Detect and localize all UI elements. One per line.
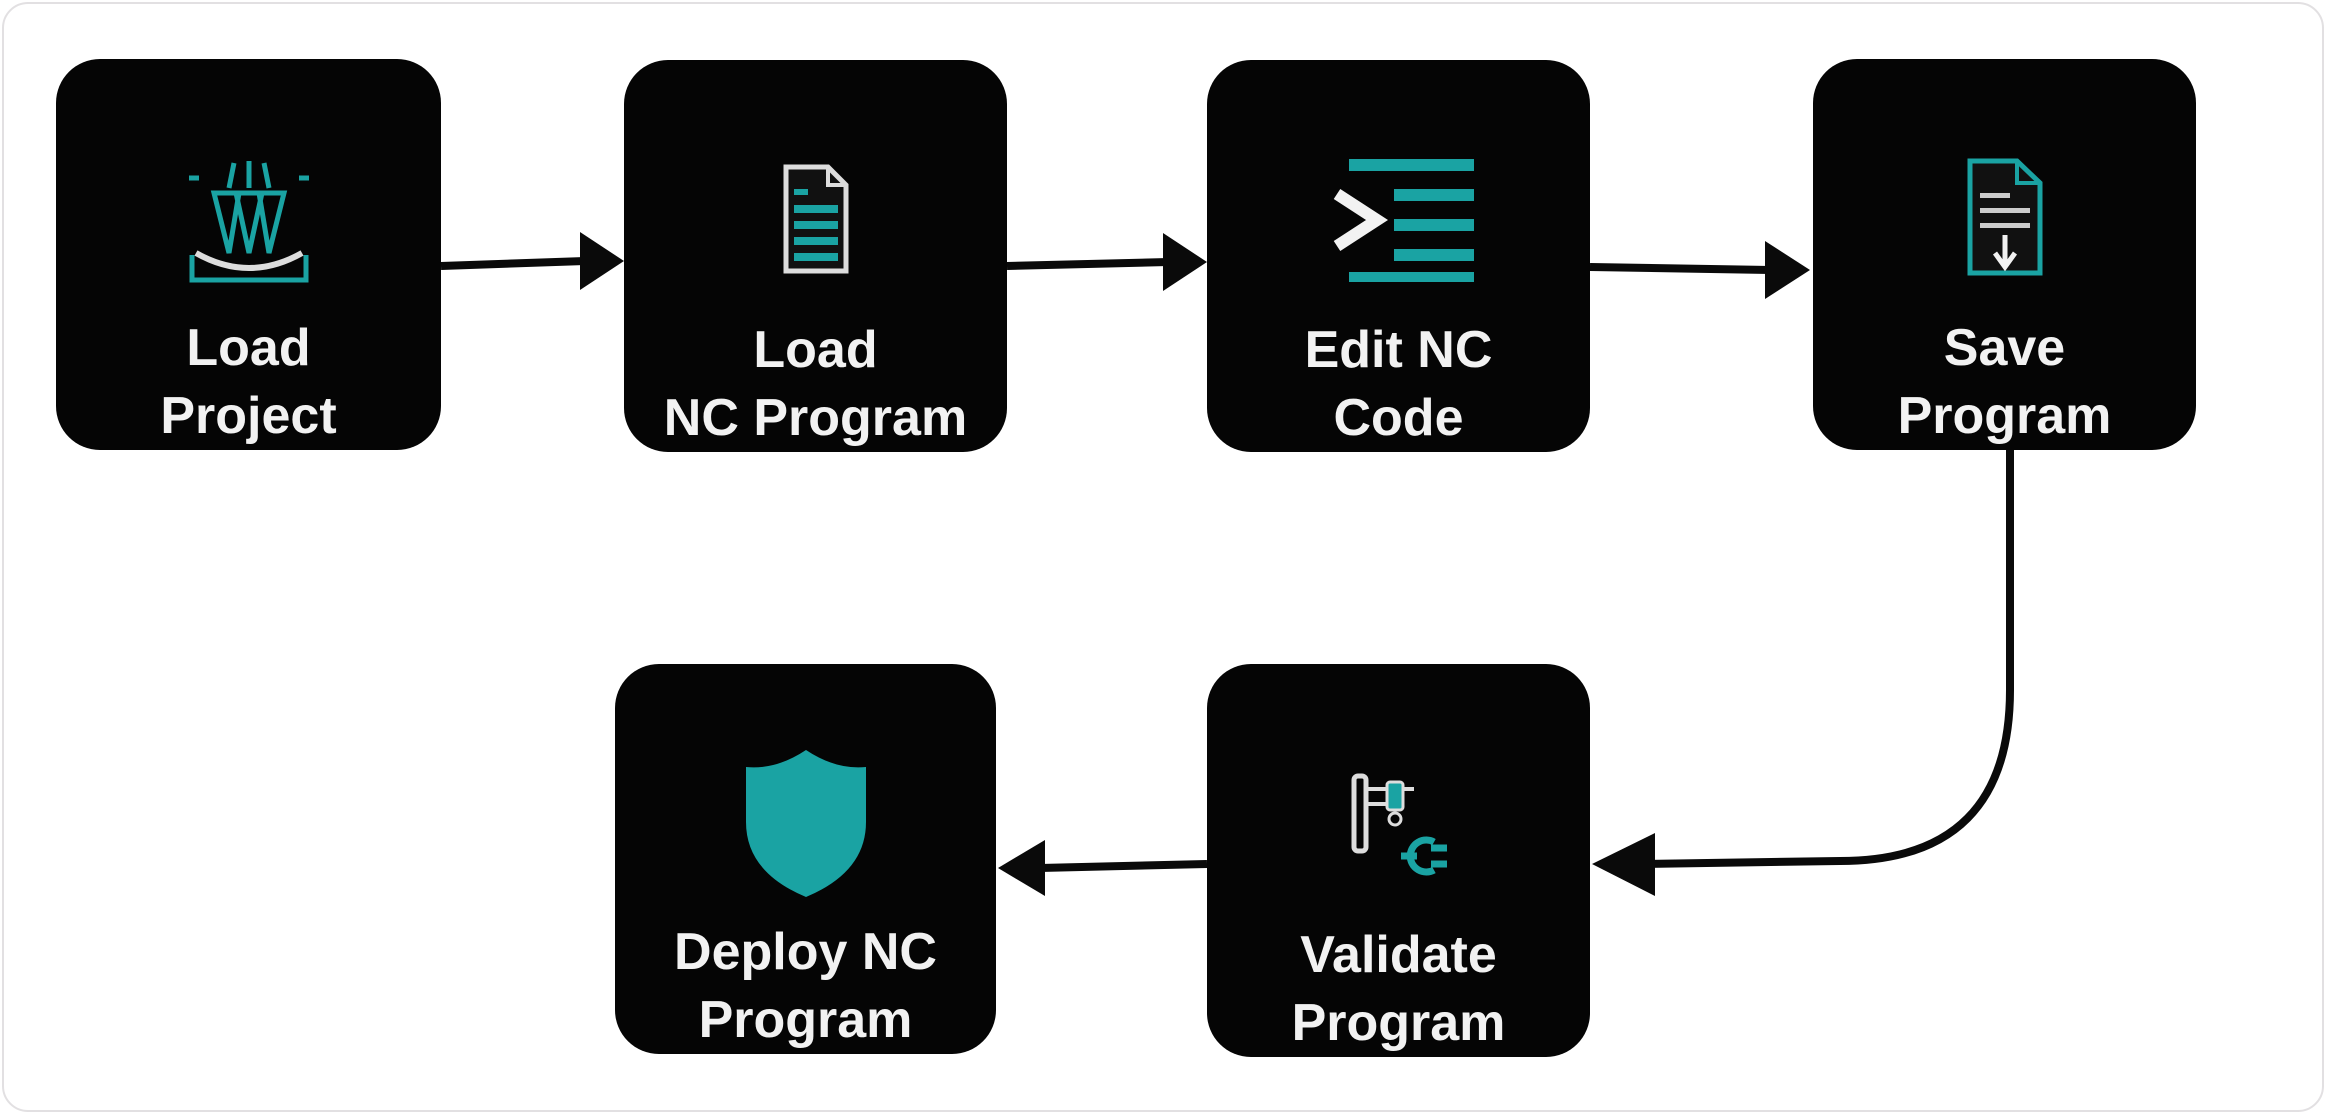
- arrowhead: [998, 840, 1045, 896]
- edge-validate-program-to-deploy-nc-program: [1039, 860, 1208, 872]
- machine-tool-icon: [174, 129, 324, 306]
- arrowhead: [1592, 833, 1655, 896]
- edge-load-nc-program-to-edit-nc-code: [1006, 258, 1169, 270]
- edge-edit-nc-code-to-save-program: [1589, 263, 1771, 274]
- arrowhead: [1765, 241, 1810, 299]
- save-document-icon: [1955, 129, 2055, 306]
- terminal-code-icon: [1319, 130, 1479, 308]
- arrowhead: [1163, 233, 1207, 291]
- edge-load-project-to-load-nc-program: [440, 257, 586, 270]
- plug-tool-icon: [1339, 734, 1459, 913]
- document-icon: [766, 130, 866, 308]
- edge-save-program-to-validate-program: [1639, 450, 2014, 868]
- arrowhead: [580, 232, 624, 290]
- shield-icon: [741, 734, 871, 910]
